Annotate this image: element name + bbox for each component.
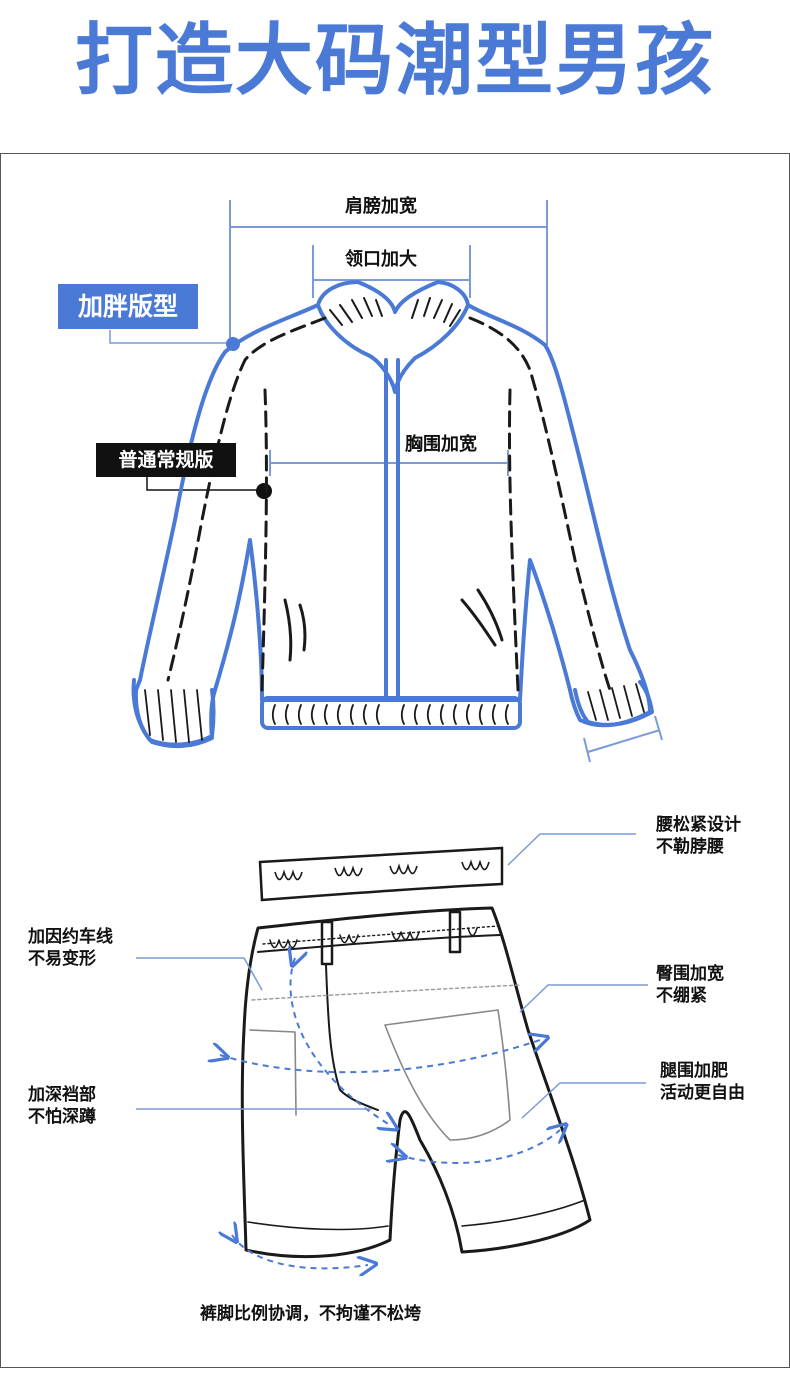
collar-width-measure	[312, 245, 471, 298]
hip-callout-line2: 不绷紧	[656, 986, 707, 1006]
waistband-detached	[258, 846, 504, 902]
cuff-measure	[583, 715, 663, 763]
page-headline: 打造大码潮型男孩	[74, 16, 715, 106]
shorts-fit-arrows	[220, 958, 560, 1268]
regular-fit-leader	[146, 477, 264, 491]
plus-fit-leader	[109, 330, 232, 344]
thigh-callout-line1: 腿围加肥	[660, 1061, 728, 1081]
seam-callout-line2: 不易变形	[28, 949, 96, 969]
waist-callout-line2: 不勒脖腰	[656, 837, 724, 857]
regular-fit-tag: 普通常规版	[96, 443, 236, 477]
hip-callout-line1: 臀围加宽	[656, 964, 724, 984]
chest-width-measure	[269, 450, 509, 476]
plus-fit-tag: 加胖版型	[58, 284, 198, 329]
thigh-callout-line2: 活动更自由	[660, 1083, 745, 1103]
chest-width-label: 胸围加宽	[405, 434, 477, 455]
crotch-callout-line1: 加深裆部	[28, 1085, 96, 1105]
shorts-callout-lines	[136, 833, 648, 1119]
shoulder-width-measure	[229, 200, 548, 345]
shoulder-width-label: 肩膀加宽	[345, 196, 417, 217]
crotch-callout-line2: 不怕深蹲	[28, 1107, 96, 1127]
hem-caption: 裤脚比例协调，不拘谨不松垮	[200, 1304, 421, 1324]
regular-fit-dot	[256, 483, 272, 499]
seam-callout-line1: 加因约车线	[28, 927, 113, 947]
jacket-outline	[131, 280, 654, 749]
collar-width-label: 领口加大	[345, 249, 417, 270]
waist-callout-line1: 腰松紧设计	[656, 815, 741, 835]
